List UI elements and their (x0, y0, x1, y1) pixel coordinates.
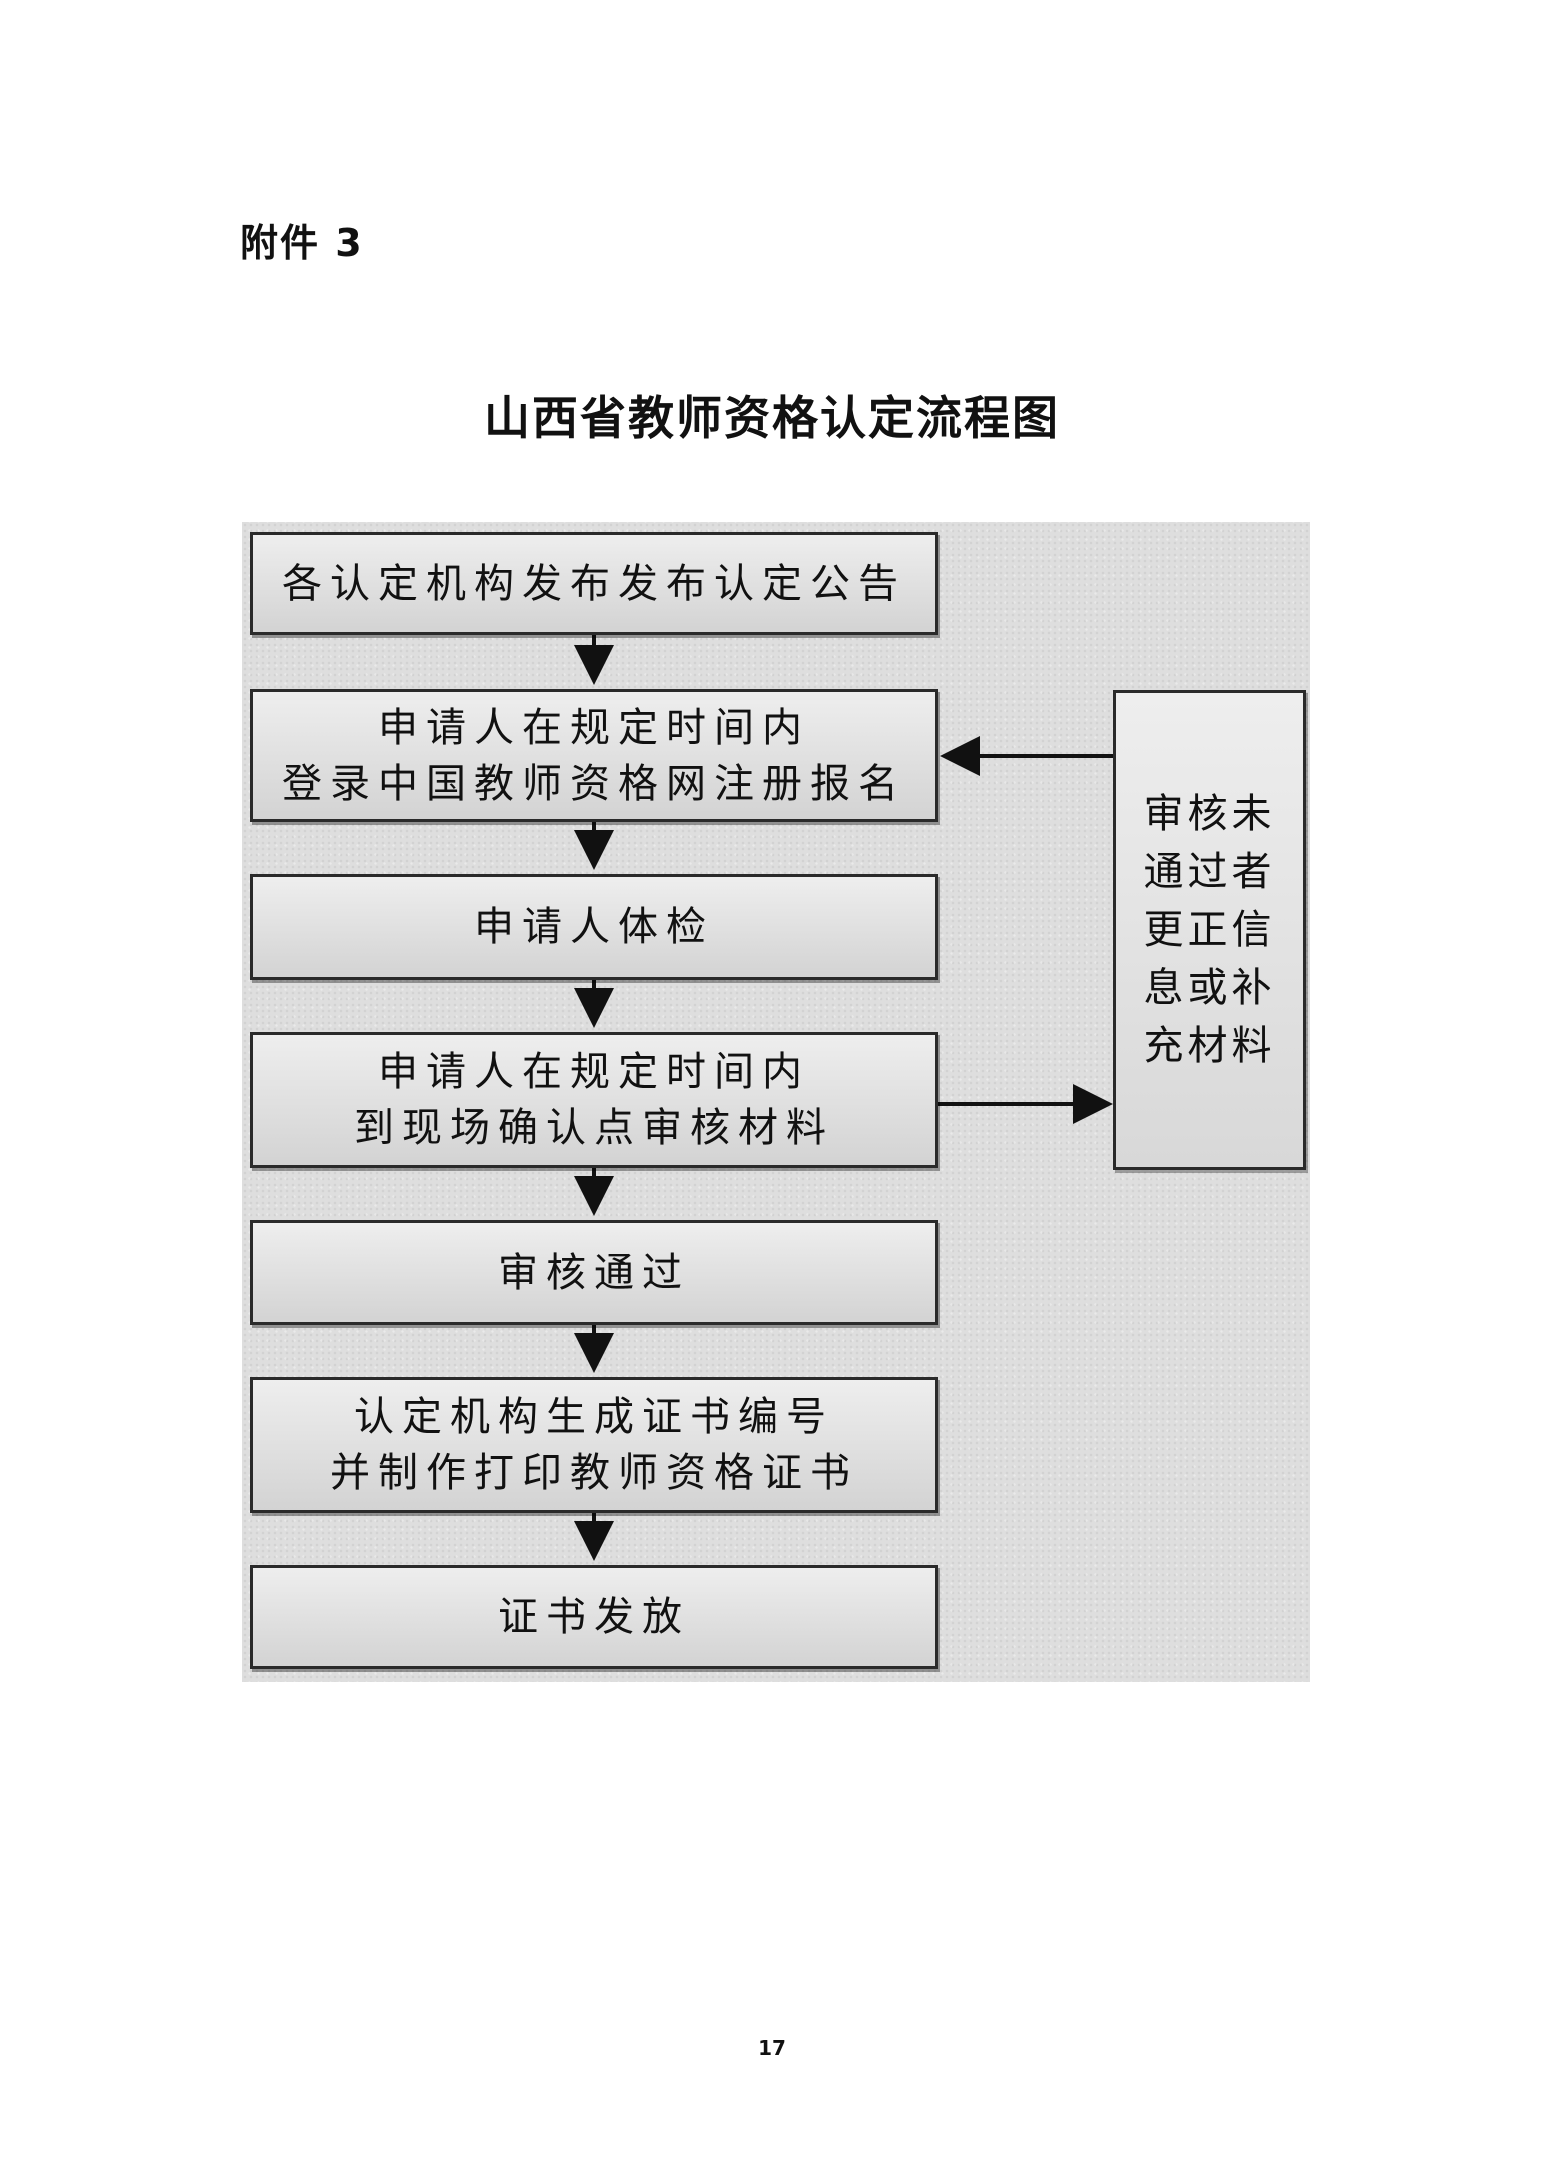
flow-step-5: 审核通过 (250, 1220, 938, 1325)
flow-step-7: 证书发放 (250, 1565, 938, 1669)
flow-step-6: 认定机构生成证书编号 并制作打印教师资格证书 (250, 1377, 938, 1513)
flow-step-4: 申请人在规定时间内 到现场确认点审核材料 (250, 1032, 938, 1168)
flow-step-1: 各认定机构发布发布认定公告 (250, 532, 938, 635)
flow-step-2-line-1: 申请人在规定时间内 (378, 704, 810, 751)
flow-step-3-line-1: 申请人体检 (474, 904, 714, 950)
page-number: 17 (758, 2036, 786, 2060)
flow-step-2-line-2: 登录中国教师资格网注册报名 (282, 760, 906, 807)
flow-side-box-text: 审核未通过者更正信息或补充材料 (1143, 791, 1276, 1069)
flow-step-4-line-2: 到现场确认点审核材料 (354, 1105, 834, 1151)
flow-step-6-line-2: 并制作打印教师资格证书 (330, 1450, 858, 1496)
flow-step-7-line-1: 证书发放 (498, 1594, 690, 1640)
flow-step-4-line-1: 申请人在规定时间内 (378, 1049, 810, 1095)
attachment-label: 附件 3 (240, 221, 364, 265)
flow-step-6-line-1: 认定机构生成证书编号 (354, 1394, 834, 1440)
document-title: 山西省教师资格认定流程图 (484, 391, 1060, 445)
flow-step-3: 申请人体检 (250, 874, 938, 980)
flow-side-box: 审核未通过者更正信息或补充材料 (1113, 690, 1306, 1170)
flow-step-1-line-1: 各认定机构发布发布认定公告 (282, 560, 906, 607)
flow-step-5-line-1: 审核通过 (498, 1249, 690, 1296)
flow-step-2: 申请人在规定时间内 登录中国教师资格网注册报名 (250, 689, 938, 822)
